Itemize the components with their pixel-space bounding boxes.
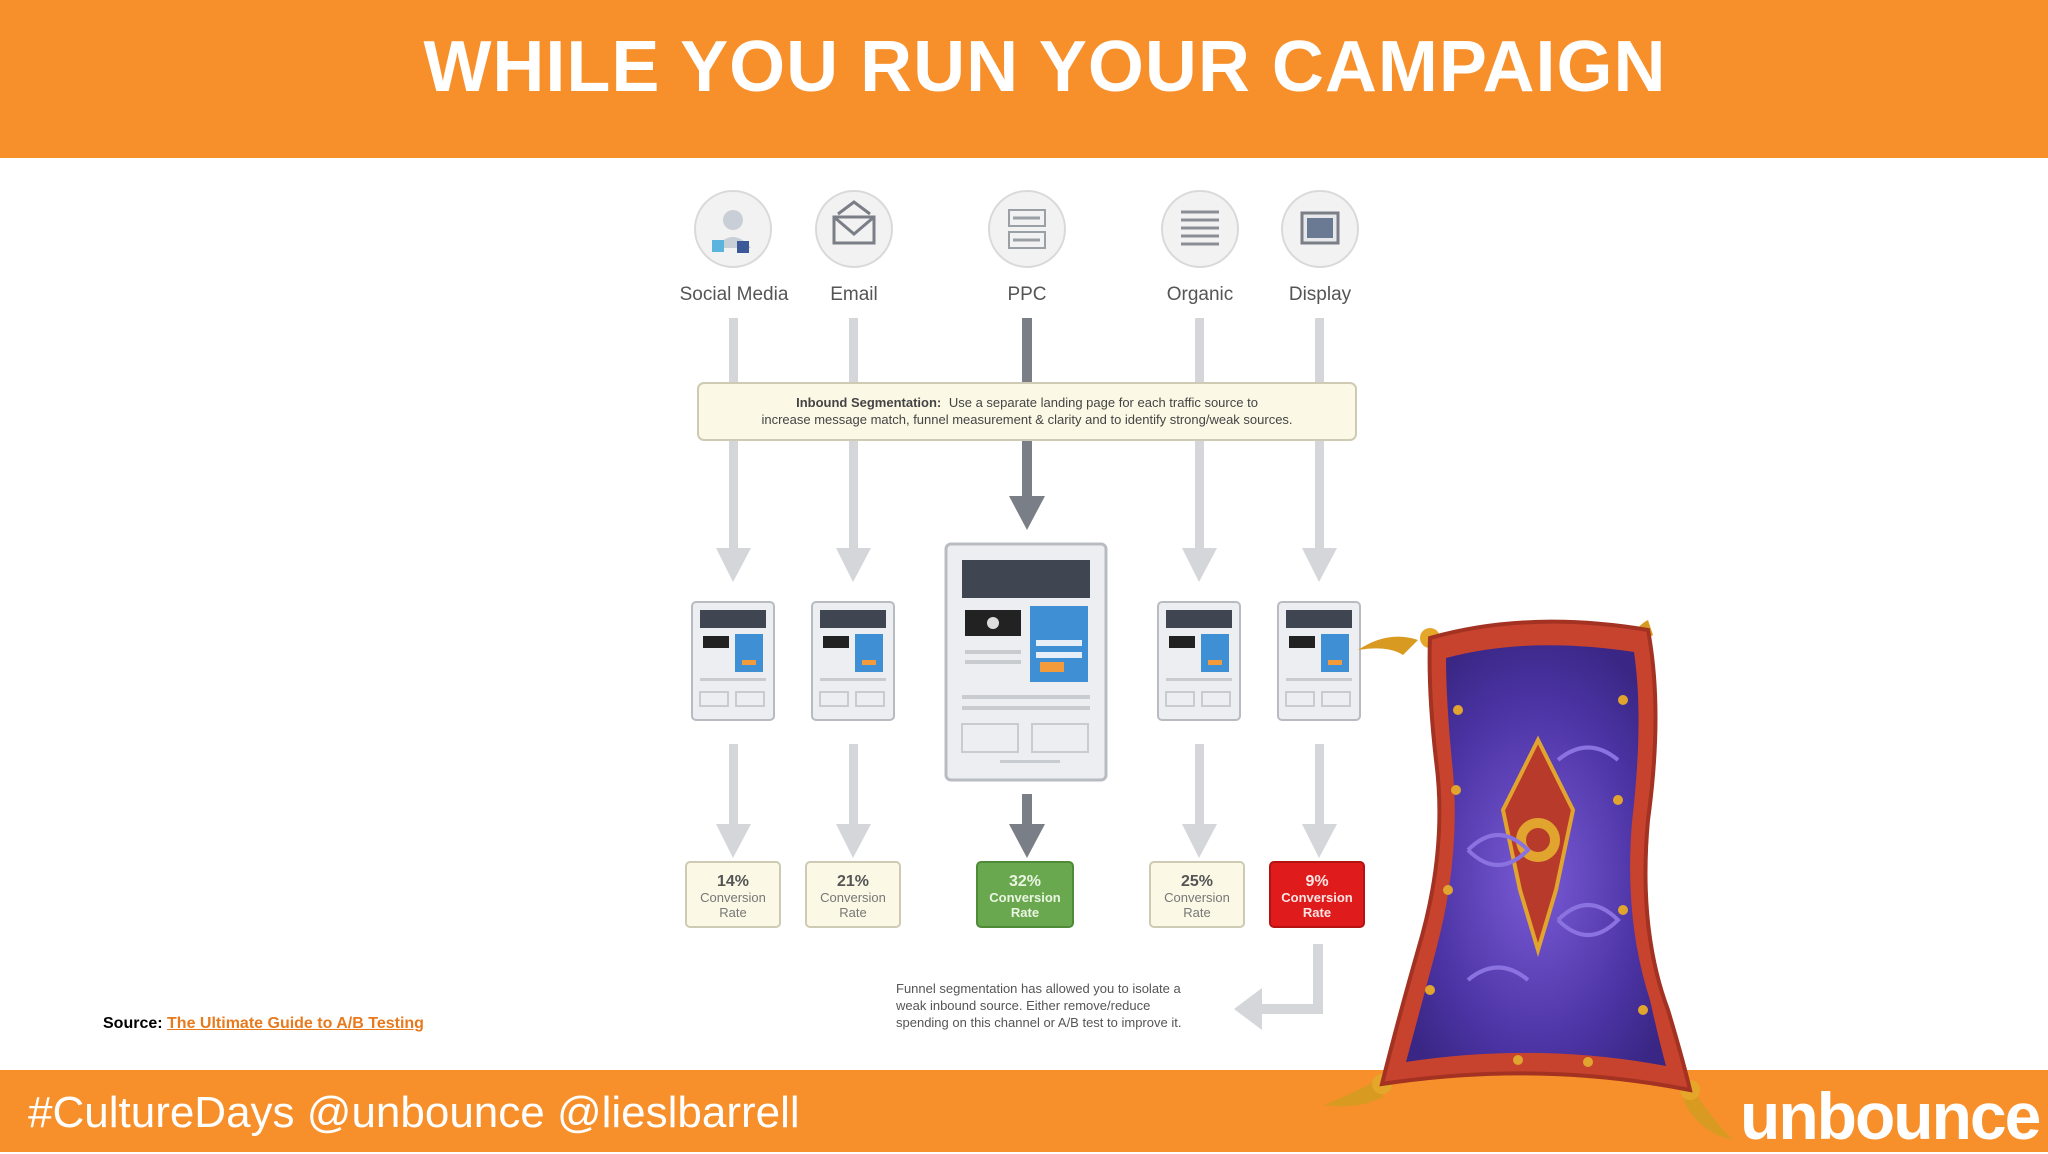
lower-arrows	[716, 744, 1337, 858]
source-label: PPC	[1007, 284, 1046, 305]
display-screen-icon	[1300, 211, 1340, 245]
result-label-line1: Conversion	[1281, 890, 1353, 905]
result-box-display: 9% Conversion Rate	[1269, 861, 1365, 928]
slide-title: WHILE YOU RUN YOUR CAMPAIGN	[423, 27, 1667, 107]
result-box-social-media: 14% Conversion Rate	[685, 861, 781, 928]
callout-bold: Inbound Segmentation:	[796, 395, 941, 410]
result-label-line2: Rate	[1303, 905, 1331, 920]
result-percent: 25%	[1181, 873, 1213, 890]
source-display: Display	[1281, 190, 1359, 305]
landing-page-large	[944, 542, 1108, 782]
funnel-note-line2: weak inbound source. Either remove/reduc…	[895, 998, 1150, 1013]
landing-page-small	[811, 601, 895, 721]
result-box-email: 21% Conversion Rate	[805, 861, 901, 928]
source-label: Organic	[1167, 284, 1234, 305]
result-box-organic: 25% Conversion Rate	[1149, 861, 1245, 928]
result-percent: 32%	[1009, 873, 1041, 890]
source-ppc: PPC	[988, 190, 1066, 305]
header-bar	[0, 0, 2048, 158]
landing-page-small	[1277, 601, 1361, 721]
source-email: Email	[815, 190, 893, 305]
source-label: Source:	[103, 1015, 163, 1032]
result-label-line1: Conversion	[1164, 890, 1230, 905]
result-box-ppc: 32% Conversion Rate	[976, 861, 1074, 928]
result-label-line2: Rate	[1183, 905, 1210, 920]
result-percent: 21%	[837, 873, 869, 890]
landing-page-small	[691, 601, 775, 721]
text-lines-icon	[1181, 210, 1219, 246]
ad-list-icon	[1008, 209, 1046, 249]
unbounce-logo: unbounce	[1740, 1079, 2041, 1153]
source-social-media: Social Media	[680, 190, 789, 305]
inbound-segmentation-callout: Inbound Segmentation: Use a separate lan…	[697, 382, 1357, 441]
result-label-line1: Conversion	[820, 890, 886, 905]
source-citation: Source: The Ultimate Guide to A/B Testin…	[103, 1015, 424, 1033]
person-social-icon	[712, 210, 751, 253]
svg-text:Inbound Segmentation: Us: Inbound Segmentation: Use a separate lan…	[796, 395, 1258, 410]
source-label: Display	[1289, 284, 1352, 305]
funnel-note-line3: spending on this channel or A/B test to …	[896, 1015, 1181, 1030]
result-percent: 14%	[717, 873, 749, 890]
funnel-note: Funnel segmentation has allowed you to i…	[895, 981, 1182, 1030]
result-percent: 9%	[1305, 873, 1328, 890]
callout-line1: Use a separate landing page for each tra…	[949, 395, 1258, 410]
callout-line2: increase message match, funnel measureme…	[761, 412, 1292, 427]
return-arrow	[1234, 944, 1323, 1030]
upper-arrows	[716, 318, 1337, 582]
source-label: Email	[830, 284, 878, 305]
envelope-icon	[832, 200, 876, 245]
result-label-line1: Conversion	[700, 890, 766, 905]
result-label-line2: Rate	[839, 905, 866, 920]
result-label-line2: Rate	[1011, 905, 1039, 920]
funnel-note-line1: Funnel segmentation has allowed you to i…	[896, 981, 1182, 996]
landing-page-small	[1157, 601, 1241, 721]
source-label: Social Media	[680, 284, 789, 305]
source-organic: Organic	[1161, 190, 1239, 305]
flying-carpet-illustration	[1323, 619, 1733, 1140]
source-link[interactable]: The Ultimate Guide to A/B Testing	[167, 1015, 424, 1032]
footer-hashtags: #CultureDays @unbounce @lieslbarrell	[28, 1088, 800, 1137]
result-label-line1: Conversion	[989, 890, 1061, 905]
result-label-line2: Rate	[719, 905, 746, 920]
